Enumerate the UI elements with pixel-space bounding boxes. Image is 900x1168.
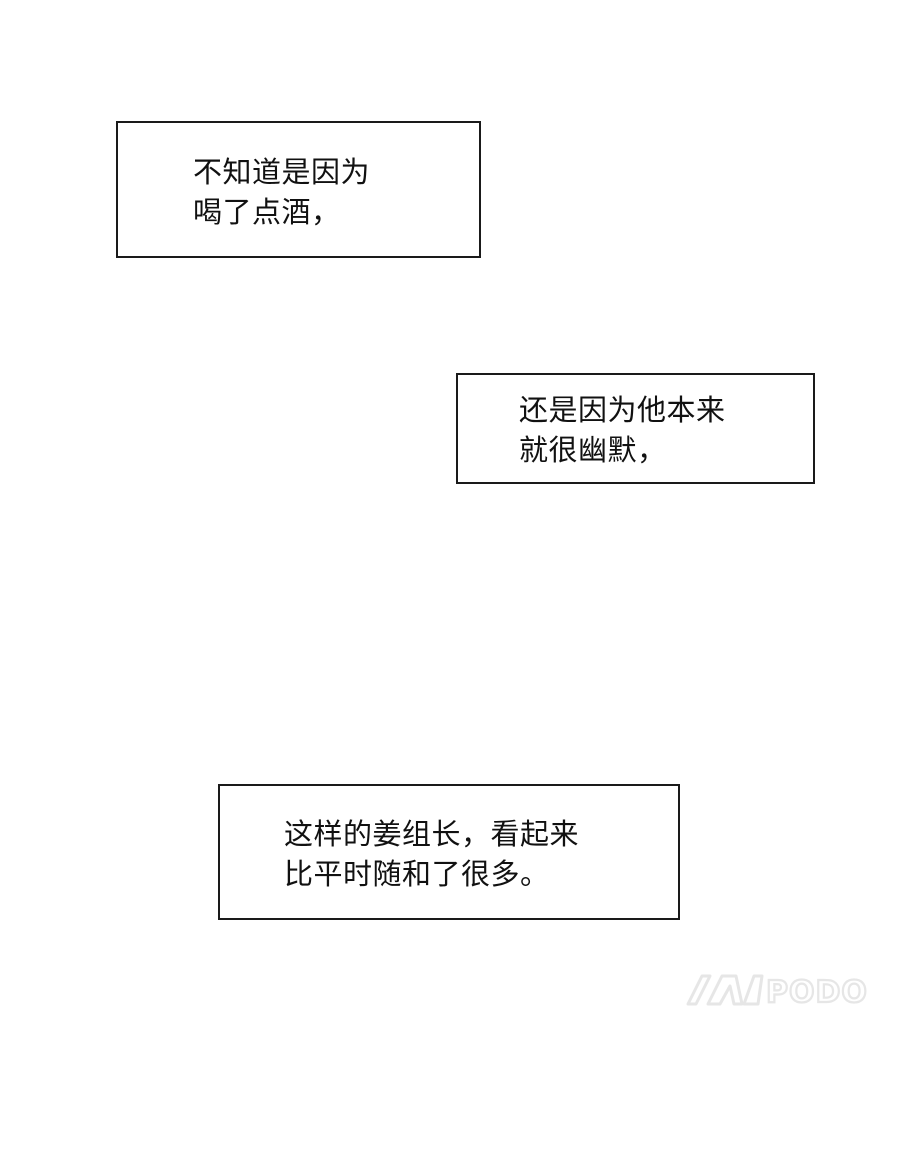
caption-1-line-2: 喝了点酒，	[193, 195, 341, 229]
podo-logo-icon: PODO	[686, 974, 868, 1010]
caption-box-2: 还是因为他本来 就很幽默，	[456, 373, 815, 484]
podo-watermark-logo: PODO	[684, 970, 884, 1010]
caption-text-3: 这样的姜组长，看起来 比平时随和了很多。	[284, 814, 579, 894]
caption-box-1: 不知道是因为 喝了点酒，	[116, 121, 481, 258]
caption-2-line-1: 还是因为他本来	[519, 393, 726, 427]
caption-3-line-2: 比平时随和了很多。	[284, 857, 550, 891]
caption-box-3: 这样的姜组长，看起来 比平时随和了很多。	[218, 784, 680, 920]
caption-2-line-2: 就很幽默，	[519, 433, 667, 467]
watermark-text: PODO	[766, 975, 868, 1010]
caption-text-2: 还是因为他本来 就很幽默，	[519, 390, 726, 470]
caption-3-line-1: 这样的姜组长，看起来	[284, 817, 580, 851]
caption-text-1: 不知道是因为 喝了点酒，	[193, 152, 370, 232]
caption-1-line-1: 不知道是因为	[193, 155, 371, 189]
